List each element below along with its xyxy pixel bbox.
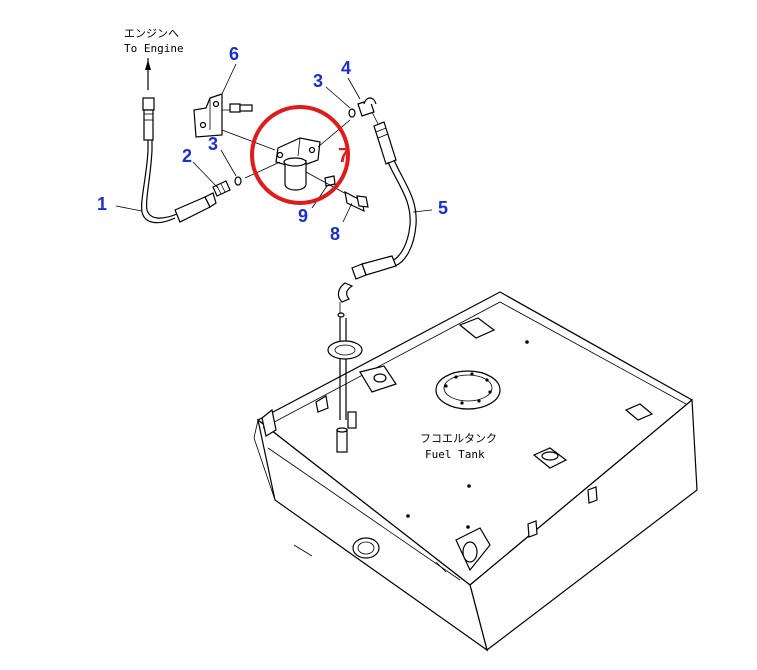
to-engine-en-label: To Engine xyxy=(124,42,184,55)
adapter-part-2 xyxy=(212,180,231,197)
fuel-tank xyxy=(253,291,698,652)
arrow-up-icon xyxy=(145,60,151,70)
elbow-part-4 xyxy=(357,97,379,125)
fuel-tank-label: フコエルタンク Fuel Tank xyxy=(420,432,497,461)
fuel-tank-jp-label: フコエルタンク xyxy=(420,432,497,445)
callout-1: 1 xyxy=(97,194,107,214)
filter-part-7 xyxy=(275,137,321,191)
o-ring-part-3-left xyxy=(234,176,242,186)
callout-3-left: 3 xyxy=(208,134,218,154)
o-ring-part-3-right xyxy=(348,108,356,118)
callout-4: 4 xyxy=(341,58,351,78)
leader-lines xyxy=(115,63,433,223)
callout-9: 9 xyxy=(298,206,308,226)
washer-part-9 xyxy=(324,175,336,187)
bracket-part-6 xyxy=(193,93,276,151)
fuel-tank-en-label: Fuel Tank xyxy=(425,448,485,461)
hose-part-1 xyxy=(141,97,217,224)
callout-2: 2 xyxy=(182,146,192,166)
to-engine-note: エンジンへ To Engine xyxy=(124,27,184,90)
callout-7: 7 xyxy=(338,145,349,167)
hose-part-5 xyxy=(337,121,417,318)
callout-5: 5 xyxy=(438,198,448,218)
callout-6: 6 xyxy=(229,44,239,64)
callout-8: 8 xyxy=(330,224,340,244)
callout-3-right: 3 xyxy=(313,71,323,91)
bolt-part-8 xyxy=(305,171,369,213)
to-engine-jp-label: エンジンへ xyxy=(124,27,179,40)
highlight-circle xyxy=(250,105,350,205)
